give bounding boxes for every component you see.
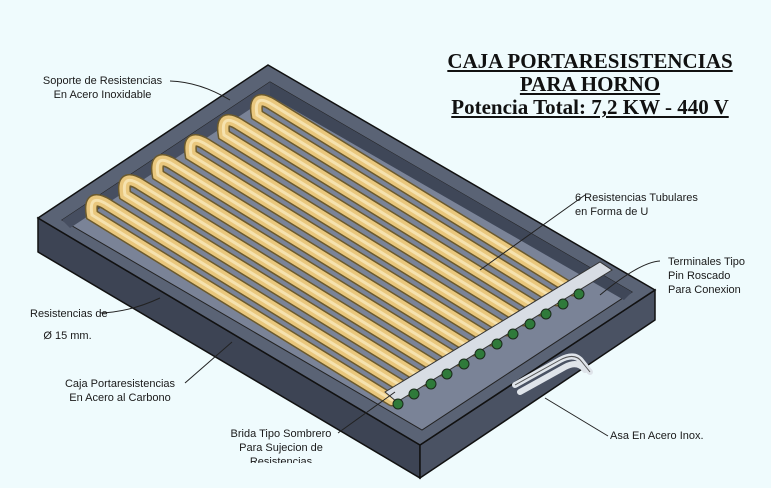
terminal-pin <box>392 398 404 410</box>
label-diametro: Resistencias de Ø 15 mm. <box>30 307 108 343</box>
tray-inner-back-wall-2 <box>270 82 632 300</box>
label-line: Caja Portaresistencias <box>64 378 176 390</box>
label-line: En Acero Inoxidable <box>53 89 152 101</box>
terminal-pin <box>507 328 519 340</box>
u-resistor-tube <box>188 138 509 342</box>
label-terminales: Terminales Tipo Pin Roscado Para Conexio… <box>668 255 745 297</box>
title-line-2: PARA HORNO <box>519 72 661 96</box>
label-line: en Forma de U <box>575 206 649 218</box>
label-resistencias-u: 6 Resistencias Tubulares en Forma de U <box>575 191 698 219</box>
label-line: Terminales Tipo <box>668 256 746 268</box>
label-line: Resistencias <box>249 456 313 463</box>
label-line: Soporte de Resistencias <box>42 75 163 87</box>
title-line-1: CAJA PORTARESISTENCIAS <box>447 49 733 73</box>
u-resistor-tube <box>89 198 410 402</box>
u-resistor-tube <box>254 98 575 302</box>
label-line: Ø 15 mm. <box>43 330 92 342</box>
label-line: Para Sujecion de <box>239 442 323 454</box>
terminal-pin <box>408 388 420 400</box>
terminal-pin <box>425 378 437 390</box>
terminal-pin <box>441 368 453 380</box>
label-brida: Brida Tipo Sombrero Para Sujecion de Res… <box>222 427 340 463</box>
terminal-pin <box>474 348 486 360</box>
terminal-pin <box>557 298 569 310</box>
u-resistor-tube <box>155 158 476 362</box>
label-line: 6 Resistencias Tubulares <box>575 192 698 204</box>
label-soporte: Soporte de Resistencias En Acero Inoxida… <box>30 74 175 102</box>
leader-lines <box>99 80 661 437</box>
label-line: Brida Tipo Sombrero <box>230 428 332 440</box>
flange-bar <box>384 261 613 403</box>
label-line: Asa En Acero Inox. <box>610 430 704 442</box>
u-resistor-tube <box>122 178 443 382</box>
terminal-pin <box>573 288 585 300</box>
label-asa: Asa En Acero Inox. <box>610 429 704 443</box>
title-line-3: Potencia Total: 7,2 KW - 440 V <box>451 95 729 119</box>
label-line: Pin Roscado <box>668 270 731 282</box>
terminal-pin <box>524 318 536 330</box>
terminal-pin <box>458 358 470 370</box>
label-line: Resistencias de <box>30 308 108 320</box>
u-resistor-tube <box>221 118 542 322</box>
label-line: Para Conexion <box>668 284 741 296</box>
terminal-pin <box>491 338 503 350</box>
diagram-title: CAJA PORTARESISTENCIAS PARA HORNO Potenc… <box>420 50 760 119</box>
label-caja: Caja Portaresistencias En Acero al Carbo… <box>55 377 185 405</box>
label-line: En Acero al Carbono <box>69 392 171 404</box>
terminal-pin <box>540 308 552 320</box>
